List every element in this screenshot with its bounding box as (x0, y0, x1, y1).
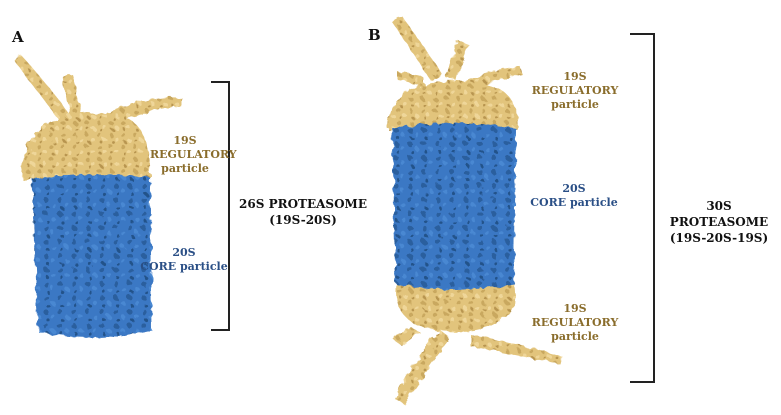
bracket-30s (630, 33, 655, 383)
regulatory-arm-left-a (14, 56, 72, 122)
label-line: REGULATORY (531, 84, 619, 97)
label-line: particle (551, 98, 599, 111)
proteasome-26s-structure (14, 56, 182, 338)
label-line: 26S PROTEASOME (239, 197, 367, 211)
label-line: CORE particle (530, 196, 618, 209)
label-26s-proteasome: 26S PROTEASOME (19S-20S) (238, 196, 368, 228)
regulatory-particle-19s-top-b (388, 80, 519, 130)
label-line: particle (161, 162, 209, 175)
label-line: (19S-20S-19S) (669, 231, 769, 245)
label-19s-regulatory-bottom-b: 19S REGULATORY particle (530, 302, 620, 344)
label-line: 20S (172, 246, 196, 259)
label-line: 19S (173, 134, 197, 147)
label-line: 19S (563, 302, 587, 315)
label-line: (19S-20S) (269, 213, 337, 227)
panel-label-a: A (12, 28, 24, 46)
label-line: 19S (563, 70, 587, 83)
label-line: REGULATORY (150, 148, 237, 161)
regulatory-arm-bottom-mid-b (394, 326, 420, 346)
label-19s-regulatory-top-b: 19S REGULATORY particle (530, 70, 620, 112)
core-particle-20s-a (32, 171, 152, 338)
regulatory-arm-bottom-left-b (394, 330, 450, 404)
label-line: particle (551, 330, 599, 343)
proteasome-30s-structure (388, 16, 562, 404)
label-19s-regulatory-a: 19S REGULATORY particle (150, 134, 237, 176)
regulatory-arm-top-side-b (398, 72, 424, 88)
label-line: CORE particle (140, 260, 228, 273)
label-30s-proteasome: 30S PROTEASOME (19S-20S-19S) (660, 198, 778, 246)
regulatory-arm-bottom-right-b (470, 334, 562, 364)
regulatory-arm-top-left-b (392, 16, 442, 80)
label-line: 30S PROTEASOME (669, 199, 769, 229)
label-line: 20S (562, 182, 586, 195)
panel-label-b: B (368, 26, 381, 44)
regulatory-arm-right-a (96, 97, 182, 128)
bracket-26s (211, 81, 230, 331)
label-20s-core-b: 20S CORE particle (524, 182, 624, 210)
regulatory-particle-19s-a (21, 112, 150, 180)
regulatory-particle-19s-bottom-b (395, 284, 516, 332)
label-line: REGULATORY (531, 316, 619, 329)
label-20s-core-a: 20S CORE particle (134, 246, 234, 274)
core-particle-20s-b (392, 123, 516, 291)
regulatory-arm-mid-a (62, 74, 82, 118)
regulatory-arm-top-mid-b (446, 40, 468, 80)
